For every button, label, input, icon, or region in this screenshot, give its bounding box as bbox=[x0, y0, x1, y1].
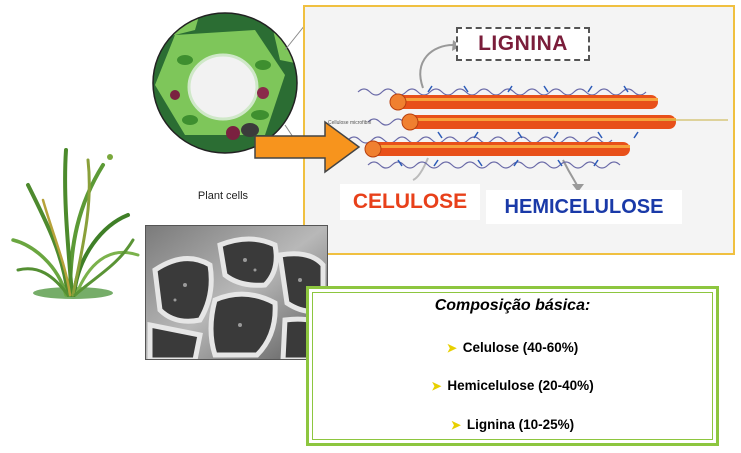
plant-cells-label: Plant cells bbox=[197, 190, 249, 202]
cellulose-microfibril-label: Cellulose microfibril bbox=[328, 120, 371, 126]
lignina-label: LIGNINA bbox=[456, 27, 590, 61]
arrow-bullet-icon: ➤ bbox=[431, 379, 442, 393]
arrow-bullet-icon: ➤ bbox=[446, 341, 457, 355]
composition-title: Composição básica: bbox=[434, 297, 591, 314]
composition-box: Composição básica: ➤Celulose (40-60%) ➤H… bbox=[306, 286, 719, 446]
composition-item: ➤Celulose (40-60%) bbox=[446, 340, 579, 355]
celulose-label: CELULOSE bbox=[340, 184, 480, 220]
cell-wall-micrograph bbox=[145, 225, 328, 360]
hemicelulose-label: HEMICELULOSE bbox=[486, 190, 682, 224]
orange-arrow-icon bbox=[254, 120, 361, 174]
composition-item: ➤Lignina (10-25%) bbox=[450, 417, 575, 432]
composition-item: ➤Hemicelulose (20-40%) bbox=[431, 378, 594, 393]
arrow-bullet-icon: ➤ bbox=[450, 418, 461, 432]
lignocellulose-fiber-illustration: Cellulose microfibril bbox=[328, 40, 728, 192]
grass-plant-illustration bbox=[11, 148, 140, 299]
